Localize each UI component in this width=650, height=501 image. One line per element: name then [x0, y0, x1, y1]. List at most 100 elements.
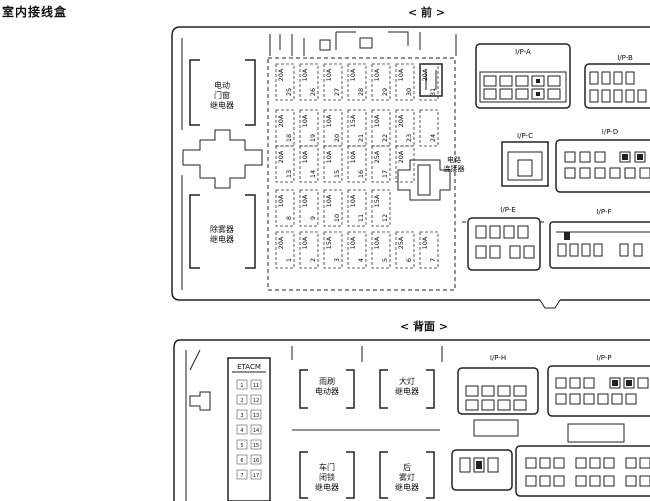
connector-label-line: 电路 [447, 155, 461, 164]
etacm-pin-right: 12 [253, 398, 259, 404]
etacm-pin-box [236, 469, 248, 480]
fuse-slot [371, 189, 391, 227]
fuse-number: 7 [429, 258, 437, 262]
fuse-number: 20 [333, 134, 341, 142]
rear-fog-relay: 后 雾灯 继电器 [395, 462, 419, 492]
relay-label-line: 继电器 [210, 234, 234, 244]
connector-label: I/P-A [515, 48, 531, 56]
fuse-slot [275, 145, 295, 183]
etacm-pin-left: 3 [240, 413, 243, 419]
fuse-slot [275, 189, 295, 227]
etacm-pin-box [250, 409, 262, 420]
etacm-pin-box [236, 394, 248, 405]
fuse-rating: 10A [301, 150, 309, 163]
fuse-number: 27 [333, 88, 341, 96]
connector-label: I/P-B [617, 54, 633, 62]
fuse-rating: 10A [373, 114, 381, 127]
fuse-rating: 10A [301, 236, 309, 249]
etacm-pin-left: 4 [240, 428, 243, 434]
connector-label: I/P-E [500, 206, 515, 214]
fuse-rating: 10A [301, 68, 309, 81]
etacm-pin-right: 11 [253, 383, 259, 389]
relay-label-line: 门窗 [214, 90, 230, 100]
fuse-number: 11 [357, 214, 365, 222]
fuse-number: 1 [285, 258, 293, 262]
etacm-pin-left: 1 [240, 383, 243, 389]
fuse-number: 22 [381, 134, 389, 142]
etacm-pin-left: 7 [240, 473, 243, 479]
etacm-pin-box [250, 379, 262, 390]
fuse-slot [323, 145, 343, 183]
connector-label: I/P-D [602, 128, 618, 136]
fuse-number: 14 [309, 170, 317, 178]
fuse-number: 2 [309, 258, 317, 262]
relay-label-line: 继电器 [395, 482, 419, 492]
fuse-slot [323, 63, 343, 101]
fuse-slot [347, 63, 367, 101]
fuse-rating: 15A [325, 236, 333, 249]
etacm-pin-box [236, 379, 248, 390]
fuse-slot [347, 145, 367, 183]
back-view-label: < 背面 > [400, 320, 449, 333]
fuse-number: 16 [357, 170, 365, 178]
fuse-slot [299, 231, 319, 269]
fuse-rating: 10A [397, 68, 405, 81]
door-lock-relay: 车门 闭锁 继电器 [315, 462, 339, 492]
fuse-slot [299, 145, 319, 183]
fuse-rating: 20A [277, 68, 285, 81]
fuse-number: 26 [309, 88, 317, 96]
fuse-number: 5 [381, 258, 389, 262]
fuse-rating: 10A [421, 236, 429, 249]
front-junction-box [171, 26, 650, 309]
fuse-slot [395, 145, 415, 183]
etacm-pin-box [236, 409, 248, 420]
etacm-pin-box [236, 424, 248, 435]
relay-label-line: 继电器 [315, 482, 339, 492]
fuse-number: 4 [357, 258, 365, 262]
etacm-pin-left: 5 [240, 443, 243, 449]
front-view-label: < 前 > [408, 6, 446, 19]
etacm-pin-box [250, 439, 262, 450]
fuse-slot [395, 231, 415, 269]
fuse-number: 15 [333, 170, 341, 178]
fuse-slot [299, 109, 319, 147]
fuse-slot [299, 189, 319, 227]
relay-label-line: 后 [403, 462, 411, 472]
fuse-rating: 20A [277, 114, 285, 127]
fuse-rating: 10A [349, 194, 357, 207]
fuse-number: 9 [309, 216, 317, 220]
fuse-rating: 20A [421, 68, 429, 81]
fuse-rating: 10A [325, 194, 333, 207]
fuse-rating: 10A [373, 236, 381, 249]
fuse-number: 23 [405, 134, 413, 142]
back-junction-box [173, 339, 650, 501]
fuse-number: 31 [429, 88, 437, 96]
fuse-rating: 10A [349, 68, 357, 81]
fuse-slot [323, 189, 343, 227]
connector-label: I/P-P [596, 354, 611, 362]
fuse-rating: 20A [397, 150, 405, 163]
connector-label: I/P-H [490, 354, 506, 362]
etacm-pin-box [250, 469, 262, 480]
fuse-rating: 10A [301, 114, 309, 127]
etacm-pin-box [250, 394, 262, 405]
fuse-number: 3 [333, 258, 341, 262]
fuse-slot [419, 231, 439, 269]
etacm-pin-left: 6 [240, 458, 243, 464]
fuse-rating: 10A [325, 150, 333, 163]
fuse-number: 6 [405, 258, 413, 262]
fuse-rating: 15A [349, 114, 357, 127]
fuse-rating: 25A [397, 236, 405, 249]
fuse-slot [419, 63, 439, 101]
fuse-rating: 15A [373, 194, 381, 207]
fuse-slot [371, 109, 391, 147]
fuse-slot [395, 109, 415, 147]
fuse-slot [371, 63, 391, 101]
relay-label-line: 车门 [319, 462, 335, 472]
fuse-slot [371, 231, 391, 269]
fuse-slot [275, 109, 295, 147]
fuse-number: 25 [285, 88, 293, 96]
relay-label-line: 继电器 [395, 386, 419, 396]
fuse-rating: 10A [325, 114, 333, 127]
